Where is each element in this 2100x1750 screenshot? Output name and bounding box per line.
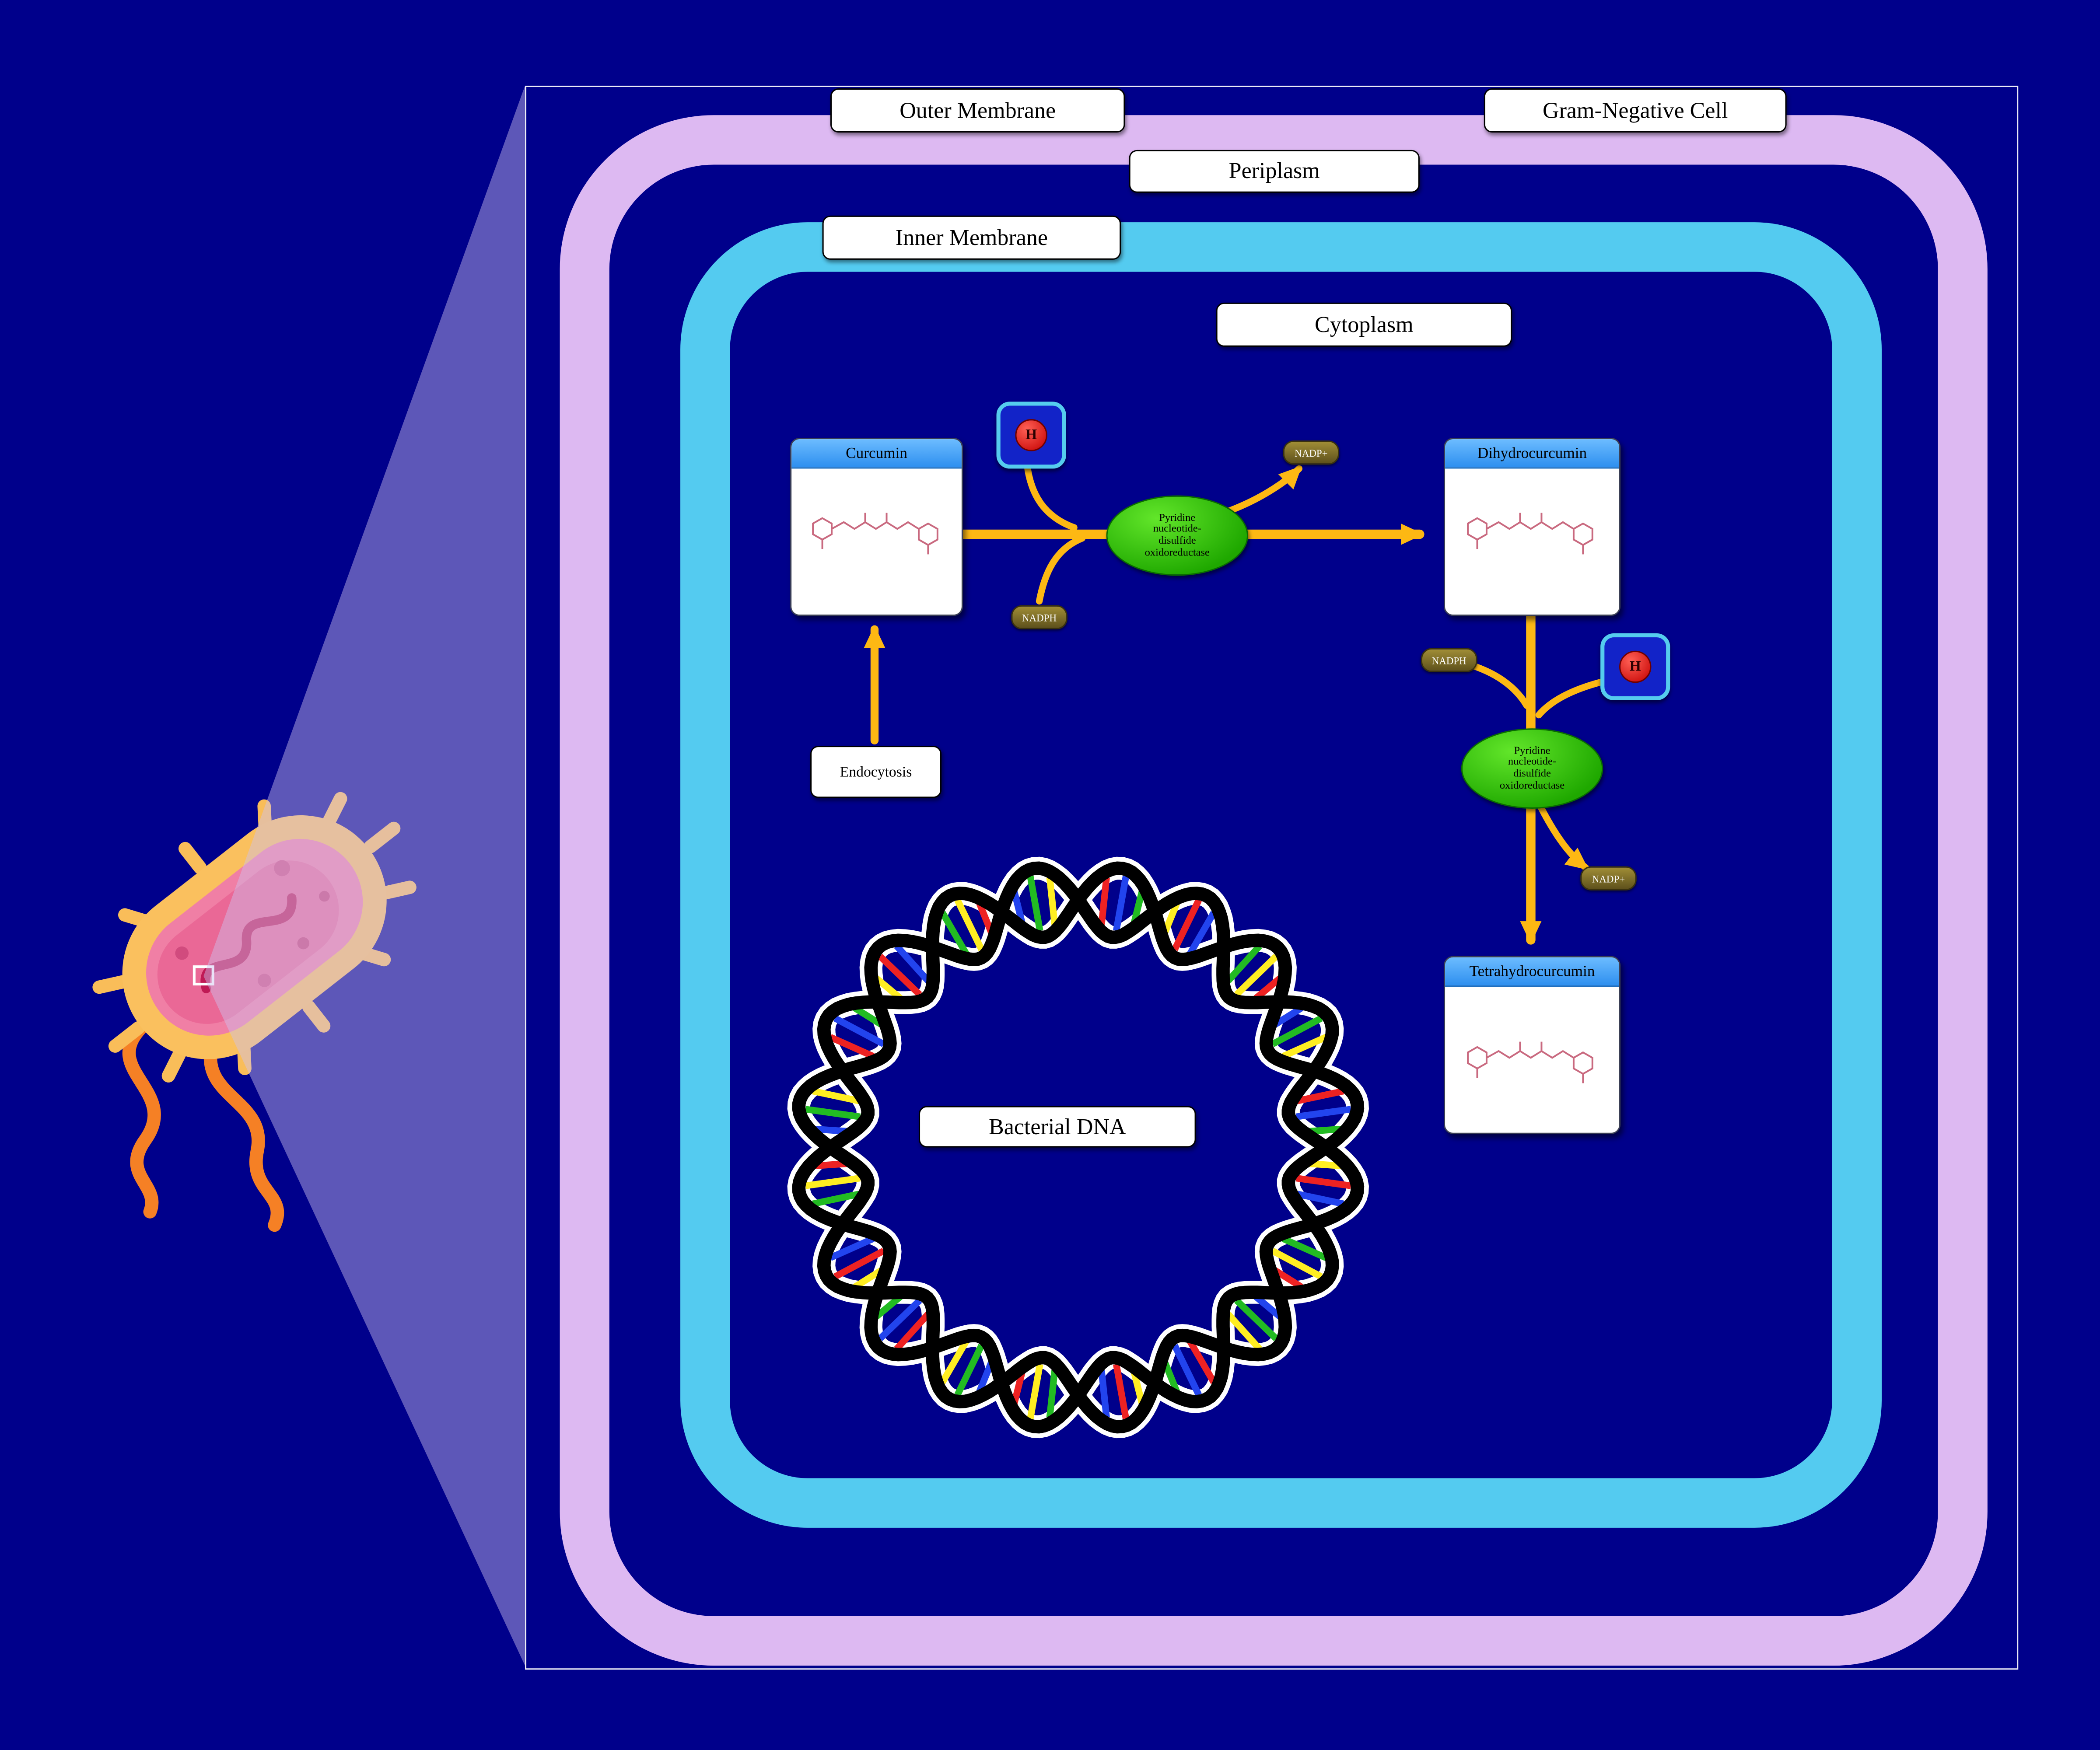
arrow-h-in-2: [1535, 677, 1612, 719]
label-text: Endocytosis: [840, 764, 912, 780]
label-inner-membrane: Inner Membrane: [822, 215, 1121, 260]
compound-title: Curcumin: [791, 439, 962, 469]
enzyme-text: nucleotide-: [1153, 523, 1201, 535]
zoom-frame: [525, 85, 2019, 1670]
label-text: Inner Membrane: [895, 224, 1048, 250]
badge-nadp-1: NADP+: [1283, 440, 1340, 465]
label-text: Cytoplasm: [1315, 311, 1414, 337]
compound-box-curcumin: Curcumin: [790, 438, 963, 616]
proton-icon-2: H: [1600, 633, 1670, 701]
enzyme-text: disulfide: [1513, 767, 1551, 779]
badge-nadp-2: NADP+: [1580, 866, 1637, 891]
enzyme-text: Pyridine: [1159, 511, 1196, 524]
arrow-nadph-in-2: [1464, 660, 1530, 709]
enzyme-oxidoreductase-2: Pyridine nucleotide- disulfide oxidoredu…: [1461, 728, 1603, 809]
proton-symbol: H: [1619, 650, 1652, 683]
proton-icon-1: H: [996, 402, 1066, 469]
proton-symbol: H: [1015, 419, 1047, 451]
chemical-structure-icon: [1445, 987, 1619, 1133]
enzyme-text: oxidoreductase: [1499, 779, 1565, 791]
label-periplasm: Periplasm: [1129, 150, 1420, 193]
enzyme-text: Pyridine: [1514, 744, 1550, 756]
label-bacterial-dna: Bacterial DNA: [918, 1106, 1196, 1148]
bacterium-icon: [92, 792, 416, 1232]
label-gram-negative-cell: Gram-Negative Cell: [1484, 88, 1787, 133]
zoom-beam: [203, 85, 525, 1666]
enzyme-oxidoreductase-1: Pyridine nucleotide- disulfide oxidoredu…: [1106, 495, 1249, 576]
compound-title: Tetrahydrocurcumin: [1445, 957, 1619, 987]
label-cytoplasm: Cytoplasm: [1216, 302, 1512, 347]
arrow-nadp-out-2: [1534, 797, 1589, 871]
arrow-h-in-1: [1024, 462, 1078, 531]
chemical-structure-icon: [1445, 468, 1619, 615]
zoom-source-marker: [192, 965, 214, 986]
label-text: Gram-Negative Cell: [1543, 97, 1728, 123]
flagellum-icon: [203, 1040, 284, 1232]
compound-box-tetrahydrocurcumin: Tetrahydrocurcumin: [1443, 956, 1621, 1134]
label-text: Periplasm: [1228, 158, 1320, 184]
label-outer-membrane: Outer Membrane: [830, 88, 1125, 133]
enzyme-text: disulfide: [1158, 534, 1196, 546]
badge-nadph-2: NADPH: [1421, 648, 1477, 672]
enzyme-text: oxidoreductase: [1144, 545, 1210, 558]
compound-title: Dihydrocurcumin: [1445, 439, 1619, 469]
badge-nadph-1: NADPH: [1011, 605, 1068, 629]
compound-box-dihydrocurcumin: Dihydrocurcumin: [1443, 438, 1621, 616]
flagellum-icon: [122, 1021, 161, 1219]
enzyme-text: nucleotide-: [1508, 755, 1557, 768]
arrow-nadph-in-1: [1036, 534, 1086, 605]
label-text: Outer Membrane: [900, 97, 1056, 123]
label-endocytosis: Endocytosis: [810, 746, 942, 798]
chemical-structure-icon: [791, 468, 962, 615]
outer-membrane-ring: [560, 115, 1988, 1666]
label-text: Bacterial DNA: [989, 1113, 1126, 1139]
plasmid-dna-icon: [787, 856, 1369, 1439]
